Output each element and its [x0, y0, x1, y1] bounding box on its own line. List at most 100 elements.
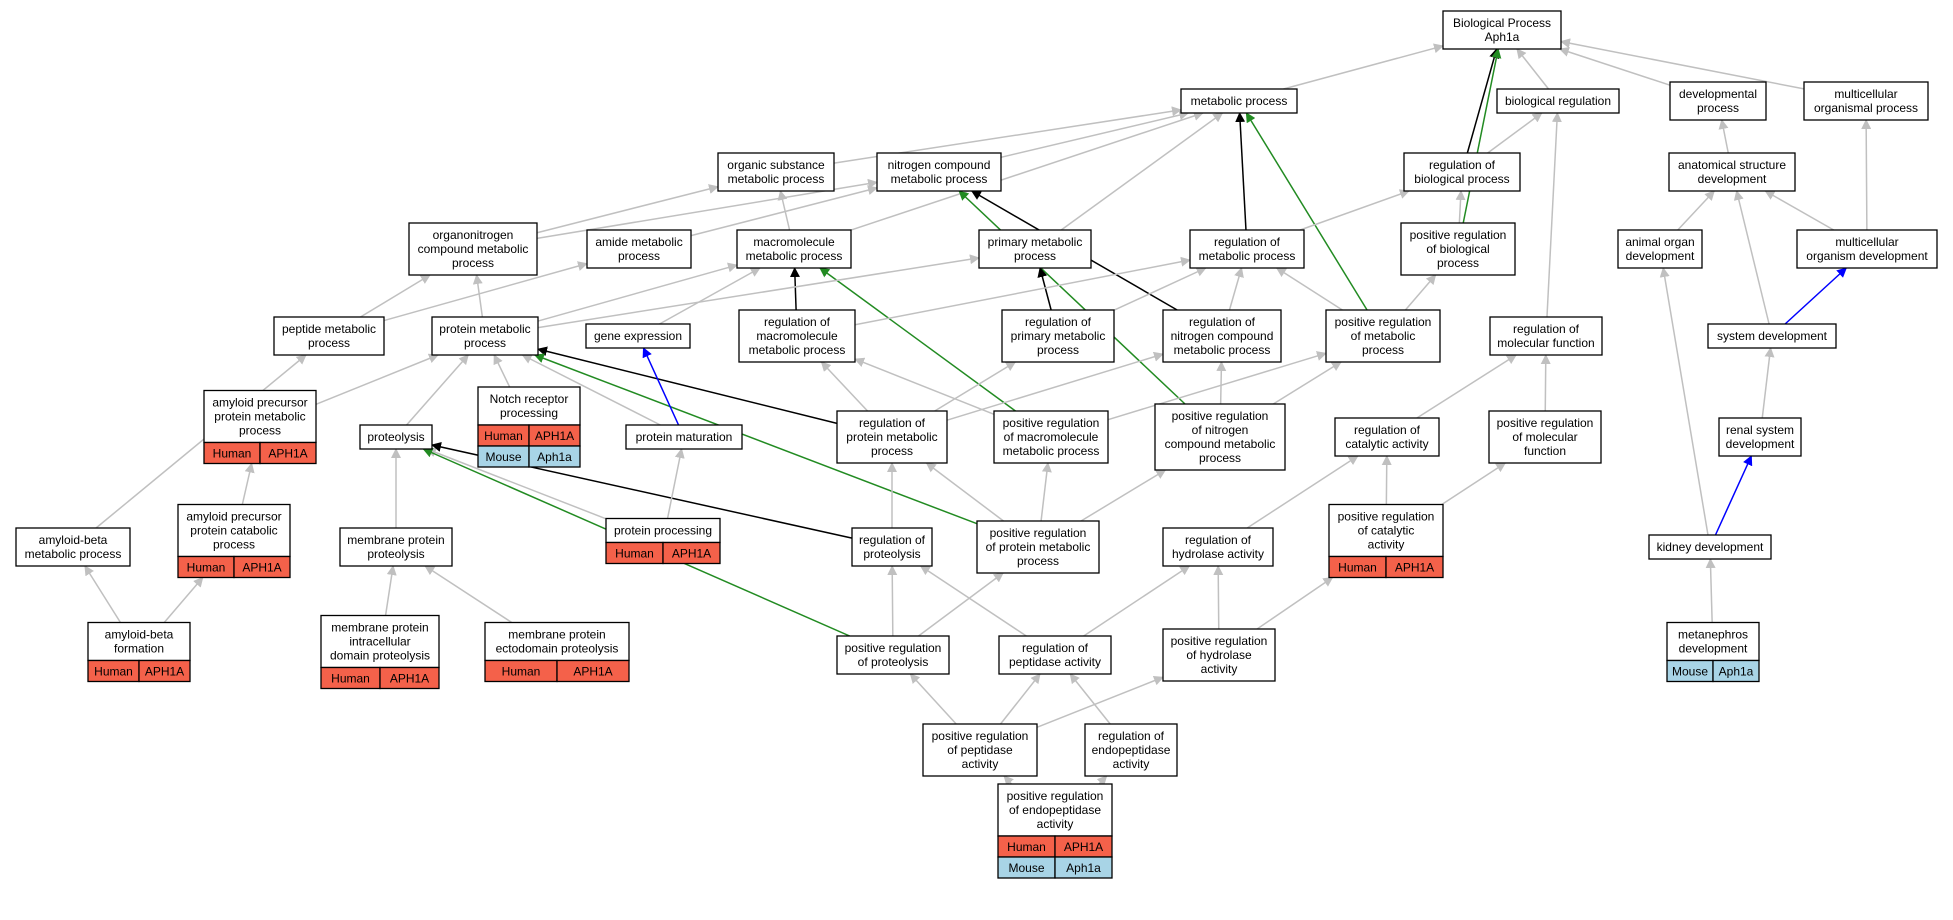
node-label-line: amyloid precursor	[212, 396, 307, 410]
node-label-line: positive regulation	[1007, 789, 1104, 803]
default-edge	[668, 449, 682, 519]
node-label-line: regulation of	[764, 315, 831, 329]
default-edge	[1099, 776, 1107, 784]
gene-label: APH1A	[672, 547, 711, 561]
default-edge	[1547, 113, 1557, 317]
node-label-line: positive regulation	[845, 641, 942, 655]
node-label-line: multicellular	[1834, 87, 1897, 101]
default-edge	[1710, 559, 1712, 623]
go-term-node[interactable]: kidney development	[1649, 535, 1771, 559]
node-label-line: amide metabolic	[595, 235, 682, 249]
default-edge	[1218, 566, 1219, 629]
species-label: Human	[1338, 561, 1377, 575]
default-edge	[1221, 362, 1222, 404]
gene-label: APH1A	[1395, 561, 1434, 575]
node-label-line: amyloid precursor	[186, 510, 281, 524]
part-of-edge	[643, 348, 678, 425]
node-label-line: protein processing	[614, 524, 712, 538]
default-edge	[1663, 268, 1708, 535]
positively-regulates-edge	[1463, 49, 1498, 223]
node-label-line: regulation of	[1513, 322, 1580, 336]
gene-label: Aph1a	[537, 450, 572, 464]
node-label-line: development	[1726, 437, 1795, 451]
regulates-edge	[1467, 49, 1496, 153]
gene-annotation-row: Human APH1A	[1329, 557, 1443, 578]
default-edge	[477, 275, 483, 317]
go-term-node[interactable]: gene expression	[586, 324, 690, 348]
species-label: Human	[502, 665, 541, 679]
node-label-line: positive regulation	[1335, 315, 1432, 329]
node-label-line: Aph1a	[1485, 30, 1520, 44]
species-label: Human	[331, 672, 370, 686]
default-edge	[910, 674, 956, 724]
node-label-line: metabolic process	[1199, 249, 1296, 263]
gene-label: APH1A	[1064, 840, 1103, 854]
go-term-node[interactable]: metabolic process	[1181, 89, 1297, 113]
default-edge	[425, 566, 512, 623]
node-label-line: metanephros	[1678, 628, 1748, 642]
node-label-line: membrane protein	[331, 621, 428, 635]
default-edge	[855, 359, 994, 414]
default-edge	[927, 463, 1004, 521]
node-label-line: of proteolysis	[858, 655, 929, 669]
node-label-line: protein metabolic	[846, 430, 937, 444]
go-term-node[interactable]: proteolysis	[360, 425, 432, 449]
go-term-node[interactable]: protein maturation	[626, 425, 742, 449]
node-label-line: nitrogen compound	[1171, 329, 1274, 343]
go-term-node[interactable]: biological regulation	[1497, 89, 1619, 113]
regulates-edge	[1240, 113, 1246, 230]
node-label-line: protein metabolic	[214, 410, 305, 424]
node-label-line: of nitrogen	[1192, 423, 1249, 437]
go-term-node[interactable]: system development	[1708, 324, 1836, 348]
